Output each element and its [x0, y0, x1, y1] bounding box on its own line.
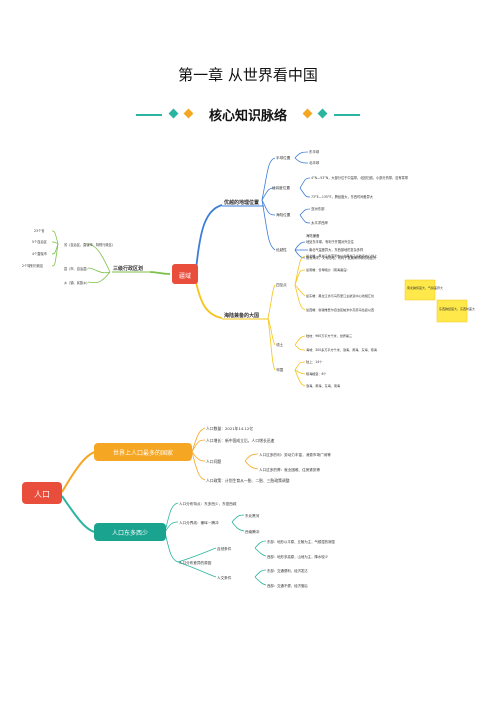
admin-level: 县（市、自治县）: [64, 266, 90, 271]
detail: 最东端：黑龙江省与乌苏里江主航道中心线相汇处: [306, 293, 374, 298]
side-note: 东西跨经度大，东西时差大: [439, 306, 475, 311]
detail: 隔海相望：6个: [306, 371, 327, 376]
center-node-label: 疆域: [179, 272, 191, 280]
group-latlon: 经纬度位置: [272, 185, 290, 190]
group-advantage: 优越性: [276, 247, 287, 252]
admin-level: 乡（镇、民族乡）: [64, 280, 90, 285]
title-line-right: [334, 114, 360, 116]
branch-east-west: 人口东多西少: [112, 529, 148, 537]
admin-count: 2个特别行政区: [22, 263, 44, 268]
group-hemisphere: 半球位置: [276, 155, 291, 160]
reason-detail: 西部：交通不便，经济落后: [267, 583, 308, 588]
reason-detail: 西部：地形多高原，山地为主，降水较少: [267, 554, 329, 559]
detail: 渤海、黄海、东海、南海: [306, 383, 340, 388]
note-box: [436, 299, 468, 323]
branch-node: [94, 523, 166, 541]
title-line-left: [136, 114, 162, 116]
pop-item: 人口数量：2021年14.12亿: [206, 426, 253, 431]
reason-detail: 东部：交通便利，经济发达: [267, 568, 308, 573]
dist-item: 人口分布差异的原因: [179, 560, 212, 565]
detail: 海陆兼备: [306, 233, 320, 238]
detail: 既有海洋，又有陆地，有利于发展海洋和陆地经济: [306, 255, 377, 260]
group-territory: 领土: [276, 342, 284, 347]
detail: 南北气温差异大，东西部地形复杂多样: [309, 247, 364, 252]
pop-detail: 人口过多的利：劳动力丰富，消费市场广阔等: [259, 452, 331, 457]
reason-group: 人文条件: [217, 575, 232, 580]
branch-location: 优越的地理位置: [224, 199, 259, 206]
pop-item: 人口增长：新中国成立后，人口增长迅速: [206, 438, 275, 443]
detail: 最南端：曾母暗沙（南海诸岛）: [306, 267, 349, 272]
detail: 地处东半球，有利于开展对外交往: [306, 239, 355, 244]
detail: 东半球: [309, 149, 320, 154]
detail: 海域：300多万平方千米，渤海、黄海、东海、南海: [306, 347, 377, 352]
group-landsea: 海陆位置: [276, 212, 291, 217]
detail: 太平洋西岸: [311, 220, 329, 225]
dist-item: 人口分界线：瑷珲－腾冲: [179, 520, 219, 525]
reason-detail: 东部：地形以平原、丘陵为主，气候湿热润湿: [267, 539, 335, 544]
branch-populous: 世界上人口最多的国家: [113, 449, 173, 457]
pop-item: 人口政策：计划生育从一胎、二胎、三胎政策调整: [206, 478, 290, 483]
note-box: [404, 279, 436, 301]
side-note: 南北跨纬度大，气候差异大: [407, 285, 443, 290]
admin-count: 4个直辖市: [32, 251, 48, 256]
reason-group: 自然条件: [217, 546, 232, 551]
branch-land-sea: 海陆兼备的大国: [224, 312, 259, 319]
branch-admin: 三级行政区划: [113, 265, 143, 272]
detail: 北半球: [309, 160, 320, 165]
section-subtitle: 核心知识脉络: [208, 109, 287, 124]
center-node: [172, 264, 198, 284]
admin-level: 省（自治区、直辖市、特别行政区）: [64, 242, 115, 247]
detail: 陆地：960万平方千米，世界第三: [306, 333, 352, 338]
center-node: [22, 482, 62, 504]
detail: 最北端：黑龙江省漠河市以北黑龙江主航道中心线上: [306, 253, 377, 258]
detail: 最西端：新疆维吾尔自治区帕米尔高原乌恰县以西: [306, 307, 374, 312]
pop-item: 人口问题: [206, 459, 221, 464]
detail: 陆上：14个: [306, 359, 322, 364]
detail: 73°E—135°E，跨经度大，东西时间差异大: [311, 194, 374, 199]
line-detail: 西南腾冲: [245, 529, 260, 534]
group-neighbors: 邻国: [276, 367, 284, 372]
dist-item: 人口分布特点：东多西少，东密西疏: [179, 501, 237, 506]
line-detail: 东北黑河: [245, 513, 260, 518]
admin-count: 5个自治区: [32, 239, 48, 244]
page-title: 第一章 从世界看中国: [178, 66, 318, 84]
detail: 4°N—53°N，大部分位于中温带，北回归线，小部分热带，没有寒带: [311, 175, 409, 180]
pop-detail: 人口过多的弊：就业困难、住房紧张等: [259, 467, 320, 472]
admin-count: 23个省: [34, 228, 45, 233]
branch-node: [94, 443, 192, 461]
detail: 亚洲东部: [311, 206, 325, 211]
group-extreme-points: 四至点: [276, 282, 287, 287]
center-node-label: 人口: [34, 490, 50, 499]
